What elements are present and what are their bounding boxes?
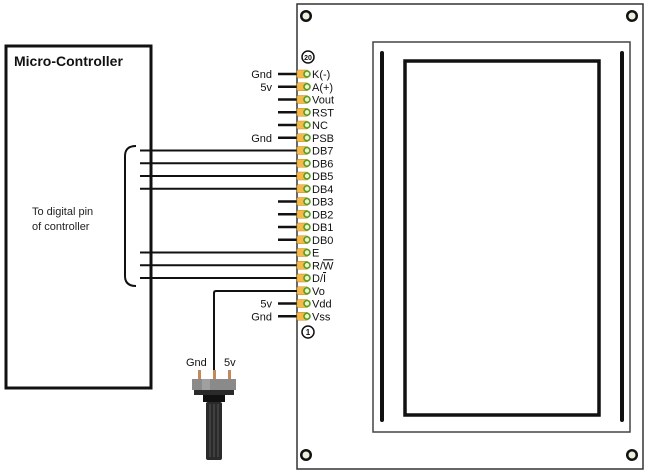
pin-hole [303, 248, 311, 257]
lcd-pin-nc: NC [278, 120, 328, 132]
pot-collar [203, 395, 225, 402]
lcd-pin-a: 5v A(+) [260, 82, 333, 94]
pot-pin-right [228, 370, 231, 382]
pin-hole [303, 223, 311, 231]
lcd-pin-db5: DB5 [140, 171, 333, 183]
svg-text:1: 1 [306, 328, 311, 337]
pin-label: RST [312, 107, 334, 119]
pin-label: A(+) [312, 82, 333, 94]
mounting-hole-top-left [300, 10, 312, 22]
pot-body [192, 379, 236, 390]
potentiometer: Gnd 5v [186, 357, 236, 460]
pin-hole [303, 133, 311, 142]
svg-text:20: 20 [304, 55, 312, 62]
lcd-pin-vo: Vo [296, 286, 325, 298]
pin-label: DB4 [312, 184, 333, 196]
pin-hole [303, 159, 311, 168]
supply-label: 5v [260, 82, 272, 94]
pot-pin-left [198, 370, 201, 382]
supply-label: Gnd [251, 69, 272, 81]
pot-base [194, 390, 234, 395]
pin-hole [303, 172, 311, 180]
lcd-pin-db2: DB2 [278, 209, 333, 221]
controller-note-line1: To digital pin [32, 206, 93, 218]
pin-label: Vdd [312, 299, 332, 311]
pin-hole [303, 70, 311, 78]
pin-hole [303, 121, 311, 129]
pin-label: NC [312, 120, 328, 132]
microcontroller-box [4, 44, 153, 390]
pin-label: K(-) [312, 69, 330, 81]
lcd-pin-rst: RST [278, 107, 334, 119]
pin-hole [303, 197, 311, 206]
pin-hole [303, 274, 311, 282]
pin-hole [303, 312, 311, 321]
pin-hole [303, 235, 311, 244]
pot-5v-label: 5v [224, 357, 236, 369]
lcd-pin-vdd: 5v Vdd [260, 299, 331, 311]
pin-label: DB1 [312, 222, 333, 234]
pin-hole [303, 286, 311, 295]
pin-label: DB7 [312, 146, 333, 158]
pin-hole [303, 108, 311, 117]
pin-label: DB0 [312, 235, 333, 247]
lcd-pin-e: E [140, 248, 319, 260]
lcd-pin-d-i: D/I [140, 273, 326, 285]
lcd-pin-r-w: R/W [140, 260, 334, 272]
pin-hole [303, 146, 311, 155]
supply-label: 5v [260, 299, 272, 311]
lcd-pin-psb: Gnd PSB [251, 133, 334, 145]
lcd-pin-db3: DB3 [278, 197, 333, 209]
pin-label: Vout [312, 95, 334, 107]
lcd-pin-vout: Vout [278, 95, 334, 107]
lcd-screen [403, 59, 601, 417]
pin-1-marker: 1 [301, 325, 315, 339]
pin-label: DB5 [312, 171, 333, 183]
controller-bracket [124, 145, 137, 287]
lcd-pin-db0: DB0 [278, 235, 333, 247]
pin-hole [303, 261, 311, 270]
pin-label: E [312, 248, 319, 260]
vo-wire [213, 290, 297, 378]
microcontroller-title: Micro-Controller [14, 53, 123, 69]
pin-label: Vss [312, 311, 331, 323]
pot-pin-middle [213, 370, 216, 382]
pin-hole [303, 82, 311, 91]
supply-label: Gnd [251, 133, 272, 145]
mounting-hole-top-right [626, 10, 638, 22]
pin-label: DB6 [312, 158, 333, 170]
pin-label: DB3 [312, 197, 333, 209]
pin-label: PSB [312, 133, 334, 145]
controller-note-line2: of controller [32, 221, 90, 233]
pin-label: R/W [312, 260, 334, 272]
pin-20-marker: 20 [301, 50, 315, 64]
pin-hole [303, 184, 311, 193]
pin-label: D/I [312, 273, 326, 285]
lcd-pin-db1: DB1 [278, 222, 333, 234]
pot-gnd-label: Gnd [186, 357, 207, 369]
lcd-pin-db7: DB7 [140, 146, 333, 158]
mounting-hole-bottom-right [626, 449, 638, 461]
mounting-hole-bottom-left [300, 449, 312, 461]
pin-hole [303, 95, 311, 104]
lcd-pin-vss: Gnd Vss [251, 311, 331, 323]
pin-hole [303, 299, 311, 308]
supply-label: Gnd [251, 311, 272, 323]
pot-body-highlight [202, 379, 210, 390]
pin-hole [303, 210, 311, 219]
pin-label: Vo [312, 286, 325, 298]
lcd-pin-db6: DB6 [140, 158, 333, 170]
lcd-pin-k: Gnd K(-) [251, 69, 330, 81]
pin-label: DB2 [312, 209, 333, 221]
lcd-pin-db4: DB4 [140, 184, 333, 196]
